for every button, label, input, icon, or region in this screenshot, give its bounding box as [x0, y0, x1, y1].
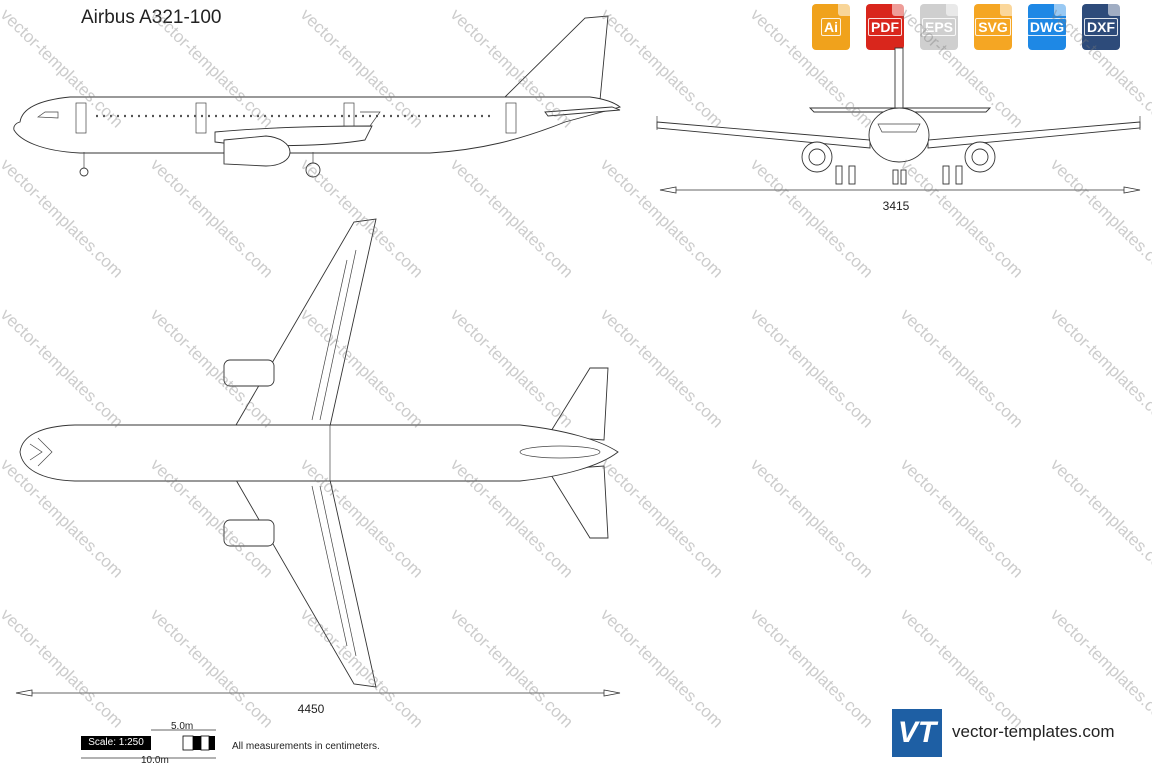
front-view — [656, 47, 1141, 194]
front-nose-gear-wheel — [900, 169, 907, 185]
side-tail-fin — [503, 15, 609, 101]
top-upper-engine — [223, 359, 275, 387]
top-lower-stabilizer — [547, 465, 609, 539]
side-main-wheel — [305, 162, 321, 178]
front-fuselage — [868, 107, 930, 163]
top-cockpit — [29, 437, 53, 467]
front-left-gear-wheel — [848, 165, 856, 185]
front-span-label: 3415 — [882, 199, 910, 213]
dwg-format-icon[interactable]: DWG — [1026, 4, 1068, 50]
length-label: 4450 — [297, 702, 325, 716]
top-upper-flaps — [311, 249, 357, 421]
pdf-format-icon[interactable]: PDF — [866, 4, 904, 50]
top-upper-stabilizer — [547, 367, 609, 441]
side-door — [505, 102, 517, 134]
vt-logo: VT — [892, 709, 942, 757]
site-link[interactable]: vector-templates.com — [952, 722, 1115, 741]
side-nose-wheel — [79, 167, 89, 177]
side-door — [75, 102, 87, 134]
front-fin — [894, 47, 904, 109]
front-right-gear-wheel — [955, 165, 963, 185]
top-lower-engine — [223, 519, 275, 547]
side-cockpit-window — [36, 111, 59, 119]
front-left-gear-wheel — [835, 165, 843, 185]
front-nose-gear-wheel — [892, 169, 899, 185]
side-view — [13, 15, 621, 178]
side-engine — [223, 135, 291, 167]
scale-bar — [81, 729, 216, 759]
top-tail-cone — [519, 445, 601, 459]
front-left-wing — [656, 121, 871, 149]
measurement-note: All measurements in centimeters. — [232, 741, 380, 752]
top-lower-wing — [235, 479, 377, 688]
top-upper-wing — [235, 218, 377, 427]
page-title: Airbus A321-100 — [81, 7, 222, 28]
front-right-wing — [927, 121, 1141, 149]
side-stabilizer — [544, 106, 621, 117]
scale-label: Scale: 1:250 — [81, 736, 151, 750]
eps-format-icon[interactable]: EPS — [920, 4, 958, 50]
svg-format-icon[interactable]: SVG — [974, 4, 1012, 50]
scale-half-label: 5.0m — [171, 721, 194, 732]
side-winglet — [360, 111, 381, 127]
front-right-engine-fan — [971, 148, 989, 166]
top-view — [15, 218, 621, 697]
format-icons: Ai PDF EPS SVG DWG DXF — [812, 4, 1120, 50]
front-right-gear-wheel — [942, 165, 950, 185]
side-fuselage — [13, 96, 621, 154]
dxf-format-icon[interactable]: DXF — [1082, 4, 1120, 50]
scale-full-label: 10.0m — [141, 755, 169, 766]
front-cockpit-windows — [877, 123, 921, 133]
front-left-engine-fan — [808, 148, 826, 166]
top-lower-flaps — [311, 485, 357, 657]
side-door — [195, 102, 207, 134]
top-fuselage — [19, 424, 619, 482]
ai-format-icon[interactable]: Ai — [812, 4, 850, 50]
